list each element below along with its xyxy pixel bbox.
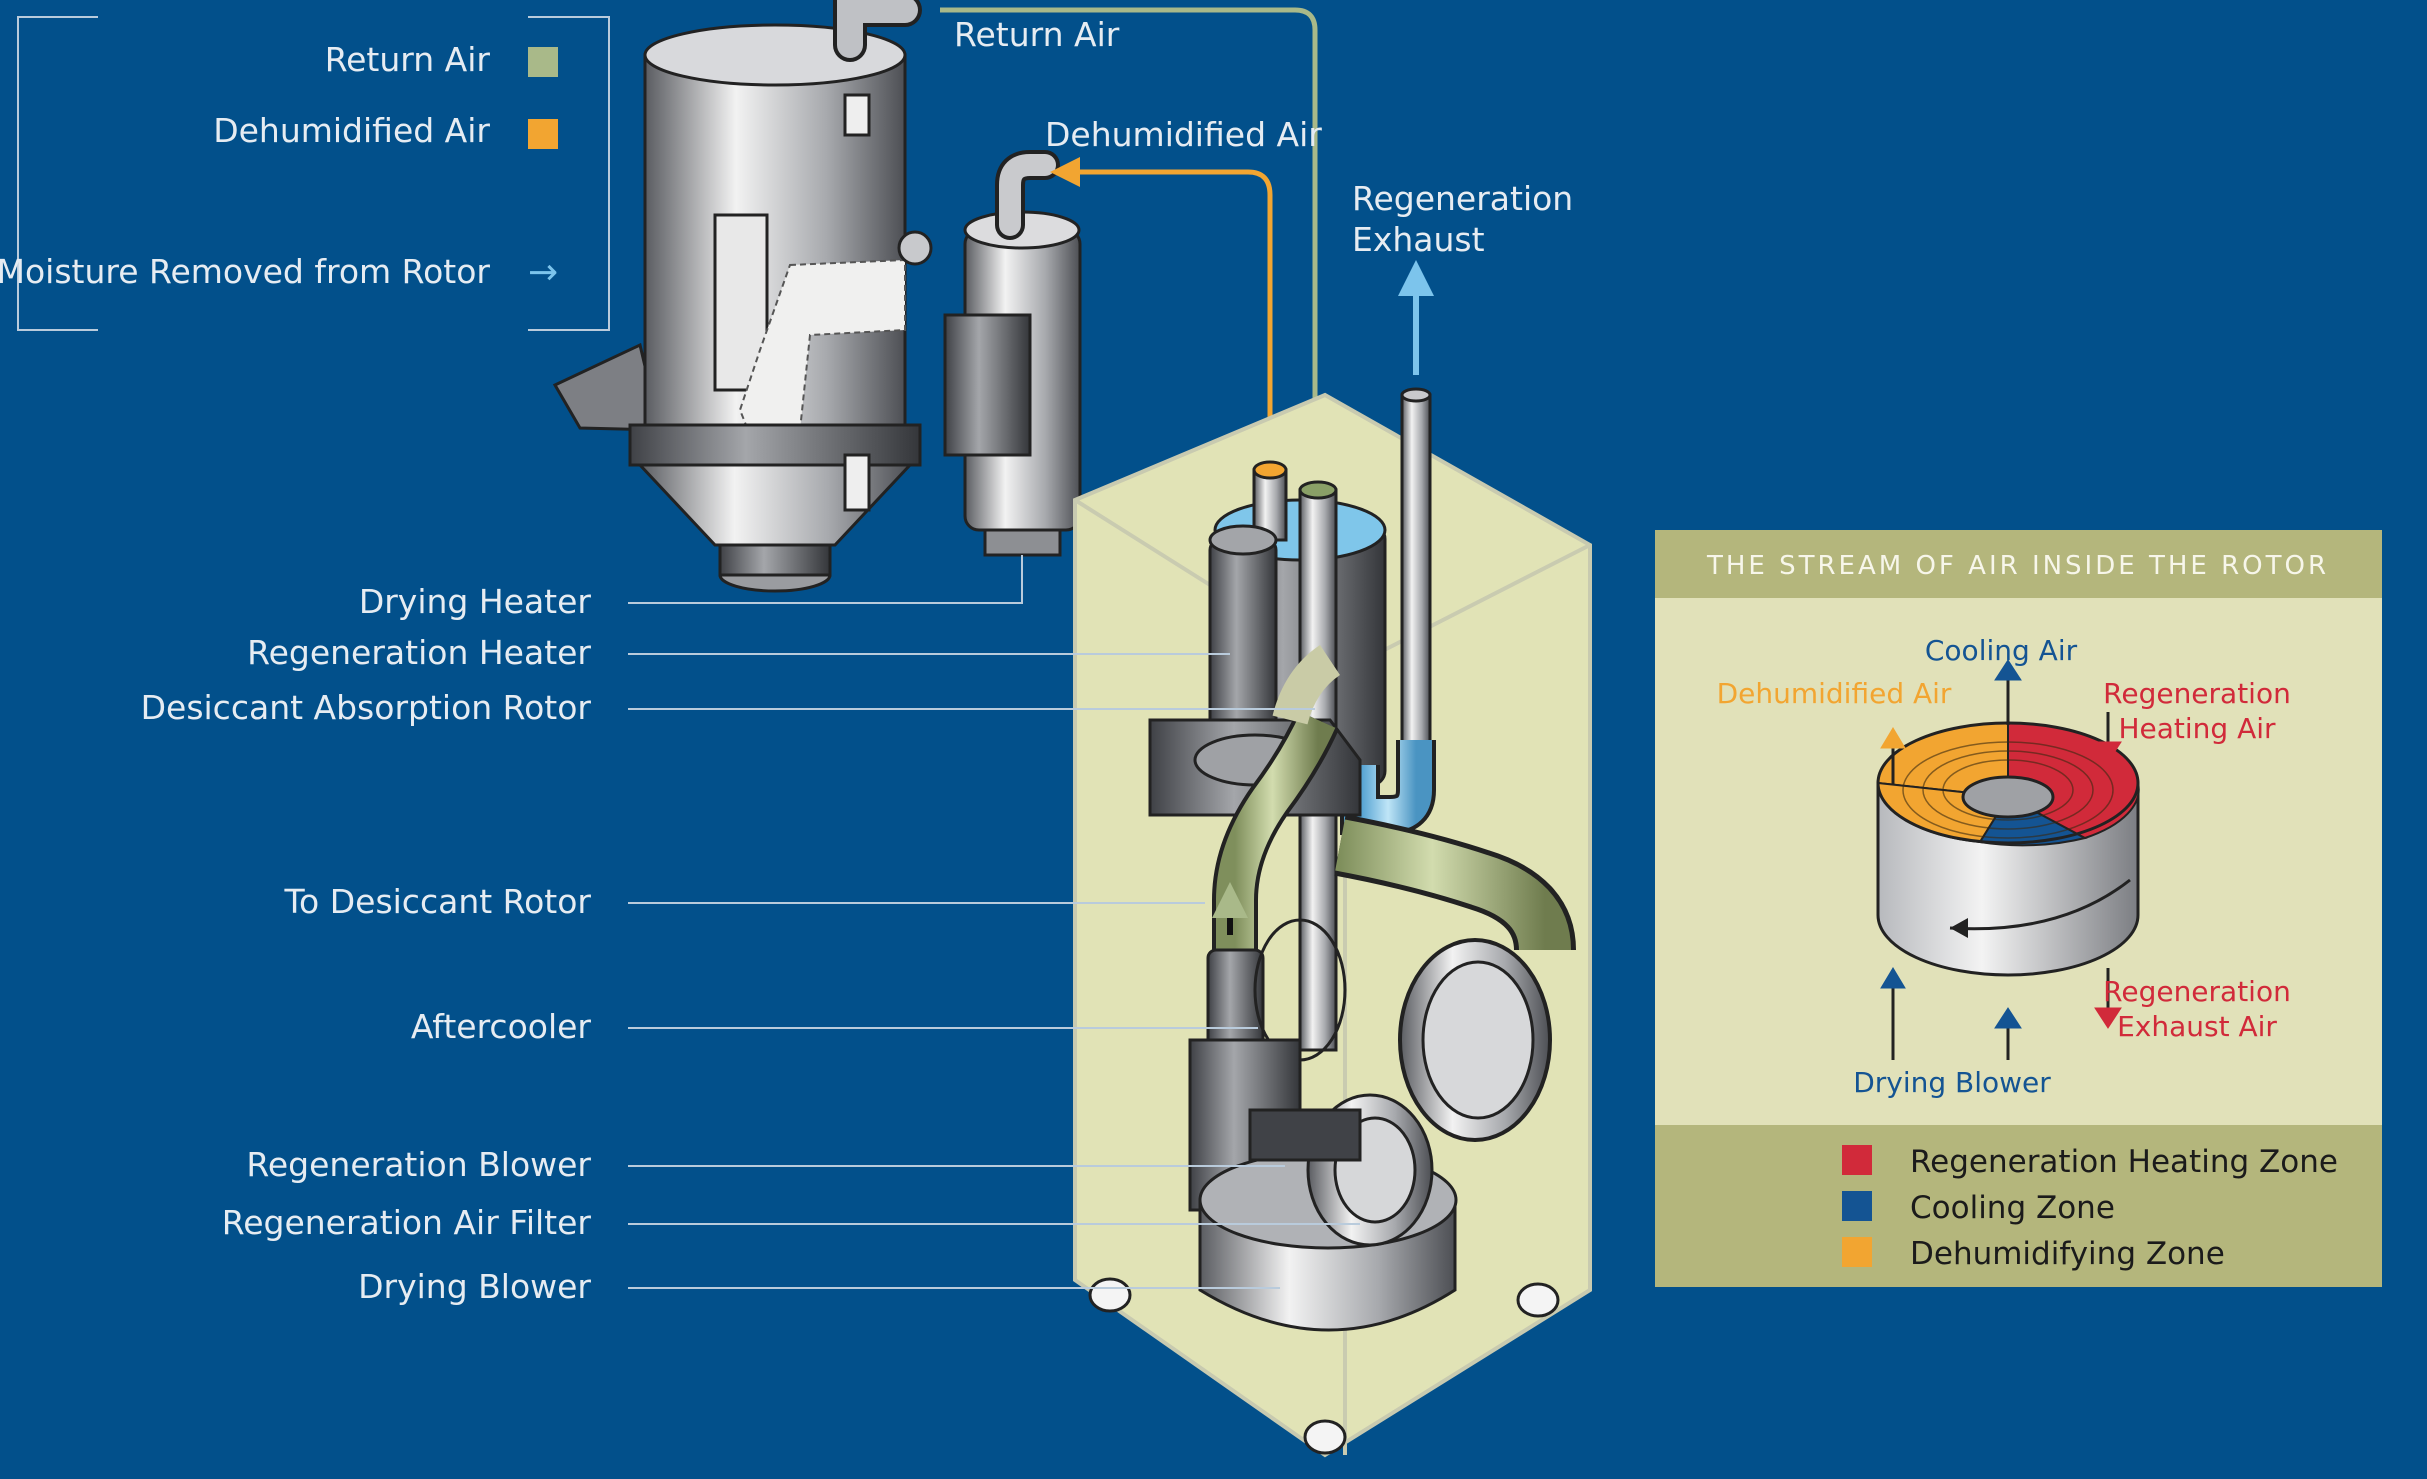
rotor-inset-panel: THE STREAM OF AIR INSIDE THE ROTOR Coo [1655, 530, 2382, 1287]
cabinet-foot-right [1516, 1282, 1560, 1318]
blower-duct [1335, 819, 1571, 952]
dryer-internals [1148, 387, 1576, 1332]
inset-cooling-air-label: Cooling Air [1925, 634, 2078, 667]
exhaust-stack [1400, 393, 1432, 767]
rotor-inlet-duct [1272, 645, 1341, 725]
leader-drying-heater [628, 555, 1023, 604]
component-labels: Drying Heater Regeneration Heater Desicc… [141, 555, 1360, 1306]
rotor-rotation-arrow [1949, 878, 2131, 931]
inset-title: THE STREAM OF AIR INSIDE THE ROTOR [1706, 551, 2329, 581]
legend-return-air-swatch [528, 47, 558, 77]
rotor-rotation-arrowhead [1950, 918, 1968, 938]
hopper-inlet-elbow [837, 0, 918, 58]
inset-header [1655, 530, 2382, 598]
return-air-flow-line [940, 7, 1330, 470]
cooling-air-arrowhead [1994, 659, 2022, 681]
hopper-connector [897, 230, 933, 266]
label-to-desiccant-rotor: To Desiccant Rotor [284, 882, 592, 921]
rotor-ring-2 [1922, 750, 2094, 830]
return-air-pipe-cap [1298, 480, 1338, 500]
label-drying-blower: Drying Blower [358, 1267, 591, 1306]
drying-blower-arrowhead-left [1880, 967, 1906, 989]
label-regeneration-heater: Regeneration Heater [247, 633, 591, 672]
legend-dehumidified-air-swatch [528, 119, 558, 149]
hopper-clamp-top [843, 93, 871, 137]
label-aftercooler: Aftercooler [411, 1007, 592, 1046]
regeneration-heater-cap [1208, 524, 1278, 556]
inset-drying-blower-label: Drying Blower [1853, 1066, 2051, 1099]
label-desiccant-absorption-rotor: Desiccant Absorption Rotor [141, 688, 592, 727]
label-drying-heater: Drying Heater [359, 582, 592, 621]
legend-moisture-arrow-icon: → [528, 252, 558, 293]
label-regeneration-blower: Regeneration Blower [246, 1145, 591, 1184]
hopper-base-ring [628, 423, 922, 467]
drying-heater-base [983, 528, 1062, 557]
inset-regen-heating-label-line2: Heating Air [2118, 712, 2276, 745]
dehumidified-air-flow-line [1050, 157, 1273, 468]
inset-regen-exhaust-label-line1: Regeneration [2103, 975, 2291, 1008]
legend-bracket-right [528, 16, 610, 331]
heater-outlet-elbow [999, 154, 1056, 236]
zone-key-swatch-dehumidifying [1842, 1237, 1872, 1267]
regen-exhaust-arrowhead [2094, 1007, 2122, 1029]
hopper-dryer [552, 0, 1082, 593]
hopper-clamp-bottom [843, 453, 871, 512]
legend-return-air-label: Return Air [325, 40, 491, 79]
process-duct [1216, 712, 1336, 1000]
drying-blower-motor-mount [1248, 1108, 1362, 1162]
inset-regen-heating-label-line1: Regeneration [2103, 677, 2291, 710]
regeneration-exhaust-label-line2: Exhaust [1352, 220, 1485, 259]
dehumidified-outlet-cap [1252, 460, 1288, 480]
hopper-outlet-neck [718, 543, 832, 577]
hopper-cone [636, 463, 914, 547]
rotor-hub [1961, 775, 2055, 819]
zone-key-label-cooling: Cooling Zone [1910, 1190, 2115, 1226]
drying-blower-arrowhead-right [1994, 1007, 2022, 1029]
regen-air-filter-face [1421, 960, 1535, 1120]
exhaust-stack-cap [1400, 387, 1432, 403]
cabinet-foot-left [1088, 1277, 1132, 1313]
legend-bracket-left [17, 16, 98, 331]
regeneration-exhaust-label-line1: Regeneration [1352, 179, 1573, 218]
legend-moisture-label: Moisture Removed from Rotor [0, 252, 490, 291]
inset-key-band [1655, 1125, 2382, 1287]
moisture-duct [1344, 740, 1432, 831]
label-regeneration-air-filter: Regeneration Air Filter [222, 1203, 592, 1242]
inset-regen-exhaust-label-line2: Exhaust Air [2117, 1010, 2277, 1043]
cabinet-foot-front [1303, 1419, 1347, 1455]
inset-dehumidified-air-label: Dehumidified Air [1717, 677, 1952, 710]
regen-heating-arrowhead [2094, 741, 2122, 763]
legend-box: Return Air Dehumidified Air Moisture Rem… [0, 16, 610, 331]
rotor-ring-1 [1902, 741, 2114, 839]
zone-key-swatch-regeneration [1842, 1145, 1872, 1175]
rotor-ring-3 [1942, 759, 2074, 821]
return-air-flow-label: Return Air [954, 15, 1120, 54]
zone-key-label-dehumidifying: Dehumidifying Zone [1910, 1236, 2225, 1272]
zone-key-label-regeneration: Regeneration Heating Zone [1910, 1144, 2338, 1180]
drying-heater-box [943, 313, 1032, 457]
zone-key-swatch-cooling [1842, 1191, 1872, 1221]
dehumidified-air-flow-label: Dehumidified Air [1045, 115, 1322, 154]
legend-dehumidified-air-label: Dehumidified Air [213, 111, 490, 150]
dehumidified-air-arrowhead [1880, 727, 1906, 749]
